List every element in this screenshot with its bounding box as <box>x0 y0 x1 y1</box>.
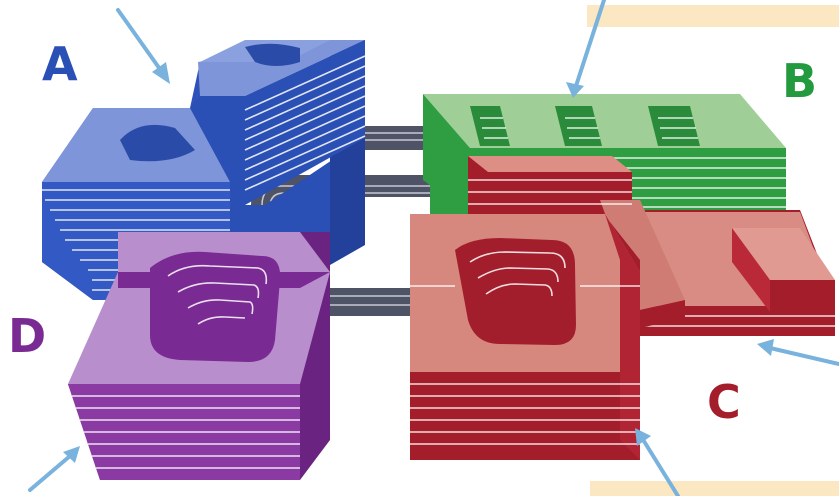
label-a: A <box>42 37 78 91</box>
arrow-icon <box>152 62 170 84</box>
block-d <box>68 232 330 480</box>
arrow-d <box>28 446 80 492</box>
arrow-a <box>116 8 170 84</box>
arrow-b <box>566 0 606 98</box>
label-d: D <box>8 309 46 363</box>
arrow-icon <box>566 82 584 98</box>
arrow-icon <box>63 446 80 463</box>
block-c <box>410 156 835 460</box>
bottom-banner <box>590 481 839 496</box>
label-c: C <box>707 375 741 429</box>
arrow-icon <box>757 339 774 356</box>
arrow-icon <box>635 428 651 446</box>
top-banner <box>587 5 839 27</box>
label-b: B <box>782 54 817 108</box>
arrow-c-bottom <box>635 428 680 496</box>
arrow-c-right <box>757 339 839 366</box>
